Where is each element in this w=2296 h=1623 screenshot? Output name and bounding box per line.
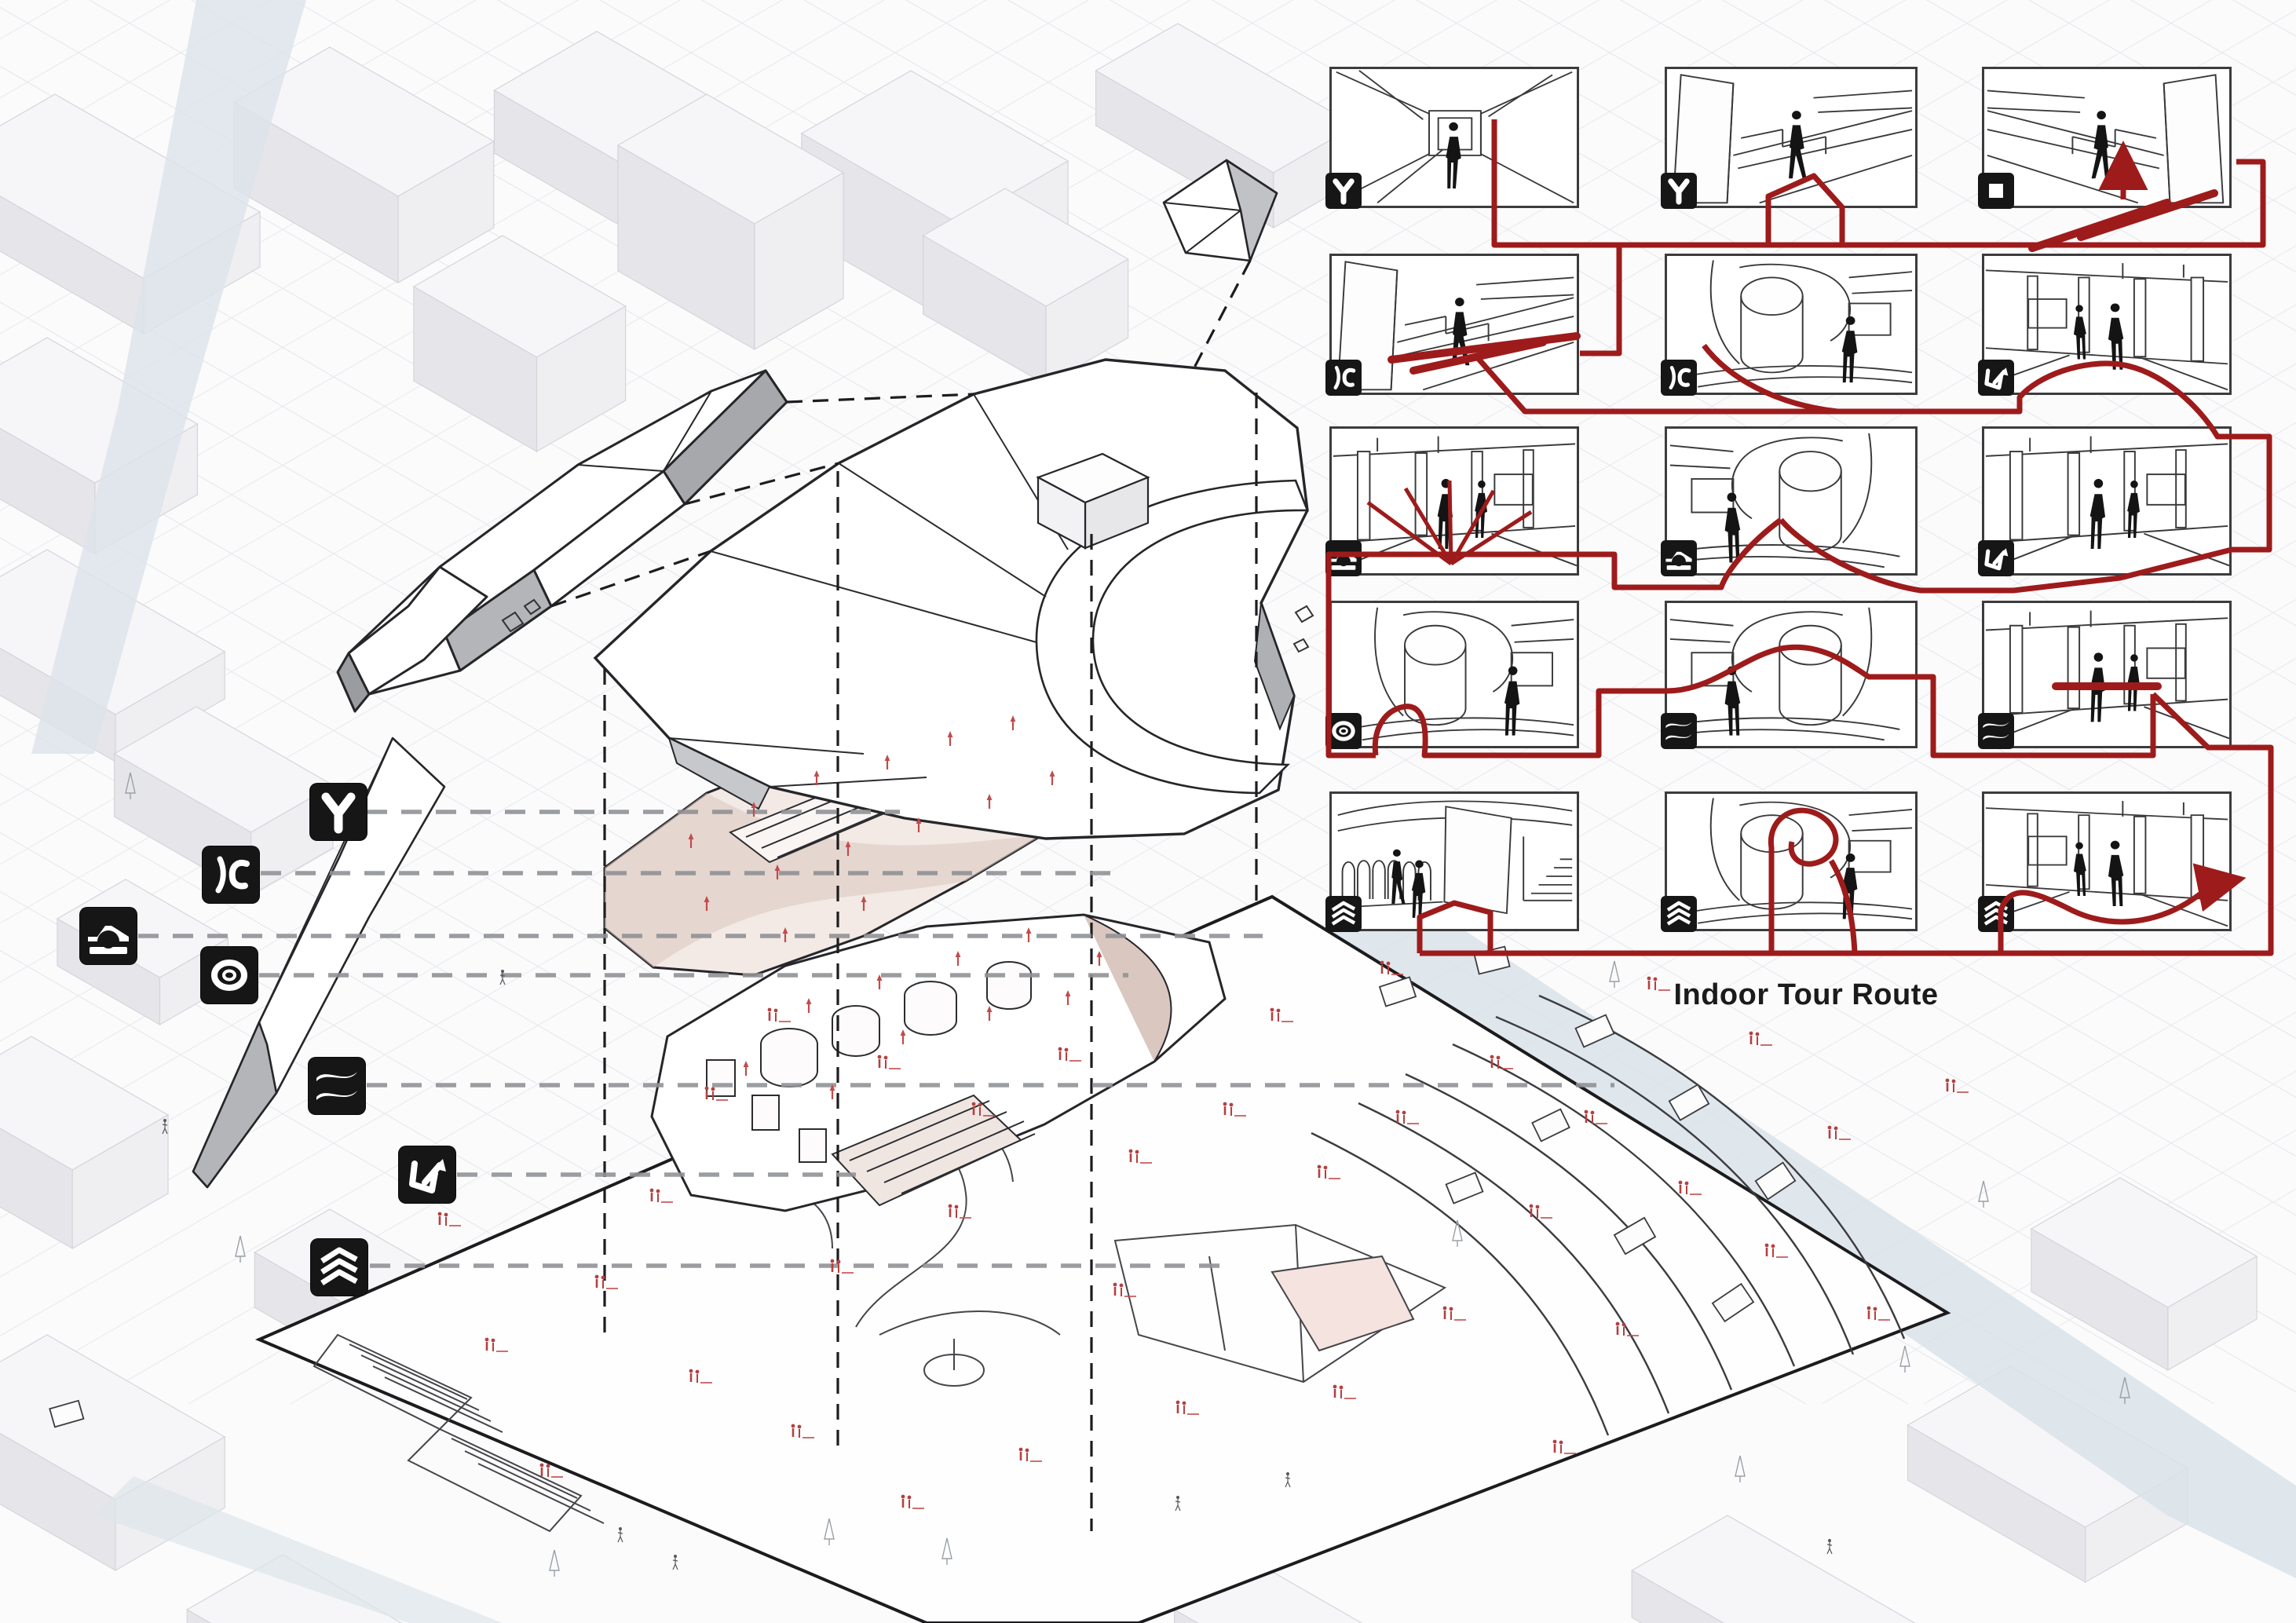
- tour-view-frame-14: [1661, 791, 1918, 932]
- tour-view-frame-11: [1661, 601, 1918, 749]
- city-context-blocks: [0, 23, 2258, 1623]
- interior-perspective-sketch: [1669, 432, 1901, 568]
- interior-perspective-sketch: [1672, 74, 1914, 204]
- interior-perspective-sketch: [1984, 800, 2229, 927]
- rings-icon: [1325, 713, 1362, 749]
- roof-shards: [192, 159, 1278, 1189]
- tour-view-frame-15: [1978, 791, 2232, 932]
- arc-pair-icon: [203, 846, 259, 903]
- tour-view-frame-5: [1661, 254, 1918, 396]
- chevrons-icon: [311, 1239, 367, 1296]
- tour-view-frame-7: [1325, 426, 1579, 576]
- board-title: Indoor Tour Route: [1673, 978, 1939, 1011]
- main-roof-plate: [593, 358, 1314, 840]
- chevrons-icon: [1661, 896, 1697, 932]
- exhibition-panels: [49, 945, 1797, 1428]
- interior-perspective-sketch: [1336, 800, 1574, 919]
- grand-stair: [831, 1094, 1036, 1207]
- y-fork-icon: [1661, 173, 1697, 209]
- tour-view-frame-9: [1978, 426, 2232, 576]
- interior-perspective-sketch: [1669, 606, 1901, 741]
- arc-pair-icon: [1325, 360, 1362, 396]
- tour-view-frame-8: [1661, 426, 1918, 576]
- waves-icon: [309, 1058, 365, 1114]
- crowd-markers: [437, 715, 1969, 1509]
- turn-arrow-icon: [1978, 360, 2014, 396]
- dome-icon: [1325, 540, 1362, 576]
- interior-perspective-sketch: [1332, 435, 1577, 572]
- y-fork-icon: [1325, 173, 1362, 209]
- water-band: [31, 0, 2296, 1623]
- waves-icon: [1661, 713, 1697, 749]
- interior-perspective-sketch: [1984, 262, 2229, 391]
- interior-perspective-sketch: [1984, 609, 2229, 744]
- tour-view-frame-1: [1325, 67, 1579, 209]
- dome-icon: [1661, 540, 1697, 576]
- rings-icon: [201, 947, 258, 1003]
- interior-perspective-sketch: [1986, 74, 2225, 204]
- turn-arrow-icon: [1978, 540, 2014, 576]
- chevrons-icon: [1325, 896, 1362, 932]
- tour-view-frame-6: [1978, 254, 2232, 396]
- tour-view-frame-2: [1661, 67, 1918, 209]
- dome-figure-icon: [80, 908, 137, 964]
- chevrons-icon: [1978, 896, 2014, 932]
- interior-perspective-sketch: [1346, 606, 1575, 741]
- interior-perspective-sketch: [1681, 797, 1914, 924]
- waves-icon: [1978, 713, 2014, 749]
- tour-view-frame-12: [1978, 601, 2232, 749]
- tour-view-frame-4: [1325, 254, 1579, 396]
- tour-view-frame-3: [1978, 67, 2232, 209]
- turn-arrow-icon: [399, 1146, 455, 1203]
- y-fork-icon: [310, 784, 367, 840]
- interior-perspective-sketch: [1681, 259, 1914, 388]
- interior-perspective-sketch: [1336, 261, 1575, 391]
- interior-perspective-sketch: [1984, 435, 2229, 572]
- legend-leader-lines: [138, 810, 1614, 1268]
- tour-view-frame-13: [1325, 791, 1579, 932]
- gallery-floor-plate: [650, 913, 1227, 1212]
- ground-plaza-plan: [49, 894, 1951, 1623]
- square-icon: [1978, 173, 2014, 209]
- exploded-alignment-dashed-lines: [550, 260, 1258, 1531]
- tour-view-frame-10: [1325, 601, 1579, 749]
- arc-pair-icon: [1661, 360, 1697, 396]
- interior-perspective-sketch: [1332, 69, 1575, 204]
